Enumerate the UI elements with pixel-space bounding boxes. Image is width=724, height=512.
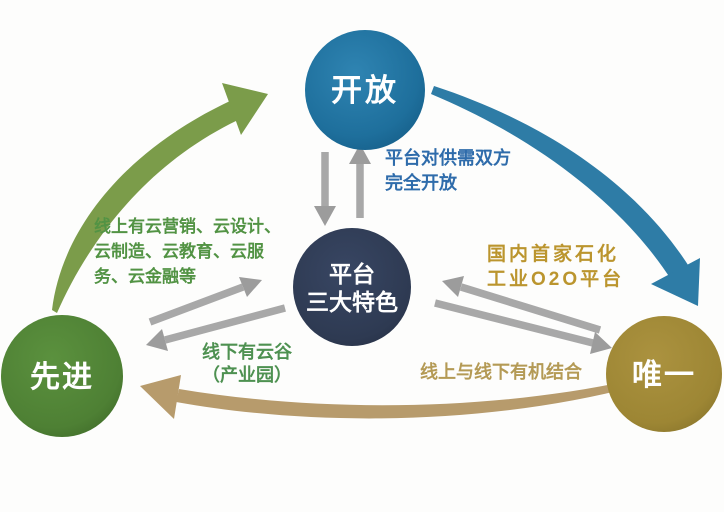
offline-note-line2: （产业园） [202, 364, 292, 385]
node-unique-label: 唯一 [632, 359, 696, 392]
node-advanced-label: 先进 [30, 361, 94, 394]
annotation-unique-note: 国内首家石化 工业O2O平台 [487, 242, 624, 290]
node-center-label-line1: 平台 [329, 261, 375, 287]
annotation-open-note: 平台对供需双方 完全开放 [385, 147, 511, 193]
node-center: 平台 三大特色 [293, 228, 411, 346]
arrow-center-to-unique [434, 299, 612, 354]
node-unique-circle [606, 316, 722, 432]
open-note-line2: 完全开放 [385, 172, 458, 193]
unique-note-line1: 国内首家石化 [487, 242, 619, 265]
arrow-advanced-to-center [148, 277, 262, 326]
annotation-combine-note: 线上与线下有机结合 [420, 361, 583, 382]
tan-swoosh-arrow [140, 375, 644, 419]
combine-note-line1: 线上与线下有机结合 [420, 361, 583, 382]
annotation-online-note: 线上有云营销、云设计、 云制造、云教育、云服 务、云金融等 [94, 216, 281, 286]
arrow-center-to-advanced [146, 304, 286, 351]
offline-note-line1: 线下有云谷 [202, 341, 293, 362]
blue-swoosh-arrow [431, 86, 700, 306]
node-advanced: 先进 [1, 315, 123, 437]
node-center-label-line2: 三大特色 [306, 289, 398, 315]
node-center-circle [293, 228, 411, 346]
open-note-line1: 平台对供需双方 [385, 147, 511, 168]
online-note-line3: 务、云金融等 [94, 266, 196, 286]
green-swoosh-arrow [52, 83, 268, 313]
unique-note-line2: 工业O2O平台 [487, 267, 624, 290]
online-note-line2: 云制造、云教育、云服 [94, 241, 265, 261]
online-note-line1: 线上有云营销、云设计、 [94, 216, 281, 236]
arrow-unique-to-center [442, 276, 602, 334]
annotation-offline-note: 线下有云谷 （产业园） [202, 341, 293, 385]
node-open: 开放 [305, 30, 425, 150]
node-open-label: 开放 [331, 73, 399, 108]
arrow-open-to-center [314, 152, 336, 226]
node-advanced-circle [1, 315, 123, 437]
arrow-center-to-open [349, 144, 371, 218]
node-unique: 唯一 [606, 316, 722, 432]
node-open-circle [305, 30, 425, 150]
